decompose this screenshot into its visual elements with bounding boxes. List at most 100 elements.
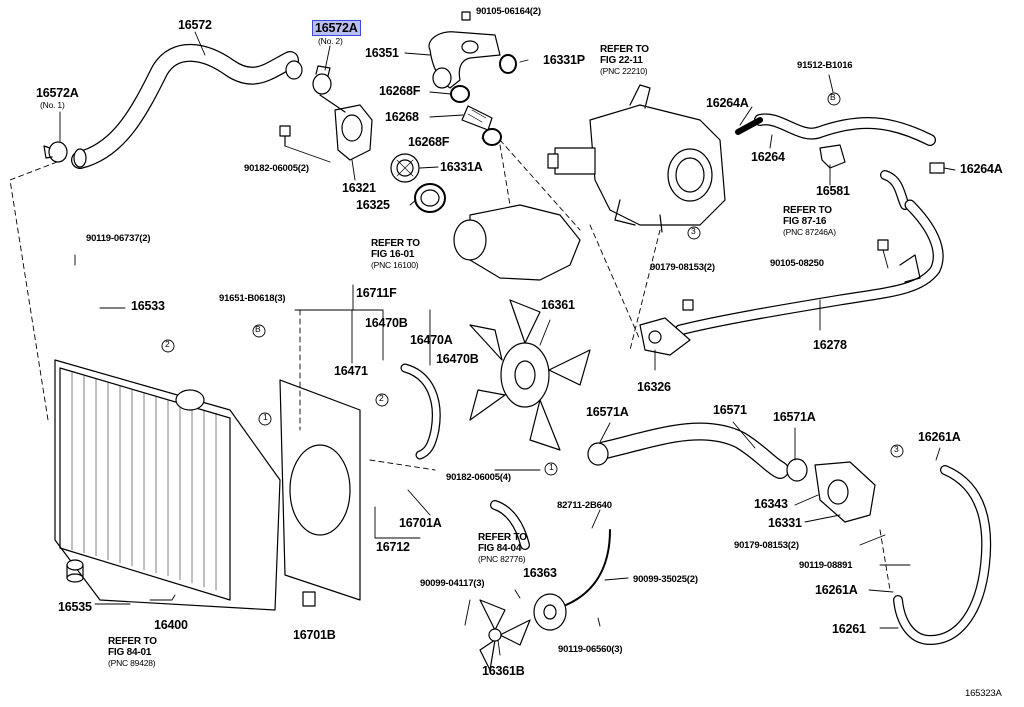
label-16571A-b: 16571A [773, 410, 816, 424]
ref-line: REFER TO [600, 44, 649, 55]
lower-radiator-hose-16571 [587, 422, 808, 482]
label-16331A: 16331A [440, 160, 483, 174]
label-16268F-a: 16268F [379, 84, 421, 98]
label-90119-06560: 90119-06560(3) [558, 644, 623, 655]
refer-fig-16-01: REFER TO FIG 16-01 (PNC 16100) [371, 238, 420, 271]
label-90099-04117: 90099-04117(3) [420, 578, 485, 589]
marker-3: 3 [691, 226, 696, 236]
label-16400: 16400 [154, 618, 188, 632]
hose-clamp-no2 [312, 65, 332, 95]
label-90099-35025: 90099-35025(2) [633, 574, 698, 585]
marker-b: B [255, 324, 261, 334]
label-16331P: 16331P [543, 53, 585, 67]
label-90182-06005-2: 90182-06005(2) [244, 163, 309, 174]
ref-line: REFER TO [783, 205, 832, 216]
label-16535: 16535 [58, 600, 92, 614]
label-91651-B0618: 91651-B0618(3) [219, 293, 286, 304]
label-16572: 16572 [178, 18, 212, 32]
ref-line: FIG 22-11 [600, 55, 643, 66]
hose-16264 [735, 113, 936, 146]
label-16268F-b: 16268F [408, 135, 450, 149]
ref-line: FIG 84-01 [108, 647, 152, 658]
label-90179-08153-a: 90179-08153(2) [650, 262, 715, 273]
label-90119-08891: 90119-08891 [799, 560, 853, 571]
ref-line: FIG 87-16 [783, 216, 827, 227]
refer-fig-84-01: REFER TO FIG 84-01 (PNC 89428) [108, 636, 157, 669]
water-pump [453, 204, 581, 281]
ref-pnc: (PNC 82776) [478, 554, 526, 564]
ref-pnc: (PNC 87246A) [783, 227, 836, 237]
water-inlet-16331 [814, 461, 876, 523]
water-elbow-16351 [428, 11, 501, 89]
gasket-16268F-lower [482, 128, 502, 146]
label-16533: 16533 [131, 299, 165, 313]
thermostat-16331A [390, 153, 420, 183]
overflow-hose-16470A [400, 363, 441, 460]
gasket-16331P [499, 54, 517, 74]
callout-markers [161, 92, 904, 476]
label-16572A-highlighted: 16572A [312, 20, 361, 36]
label-91512-B1016: 91512-B1016 [797, 60, 853, 71]
label-90182-06005-4: 90182-06005(4) [446, 472, 511, 483]
label-16325: 16325 [356, 198, 390, 212]
label-16712: 16712 [376, 540, 410, 554]
ref-line: FIG 84-04 [478, 543, 522, 554]
label-16361: 16361 [541, 298, 575, 312]
bolt-90182 [279, 125, 291, 147]
ref-line: REFER TO [371, 238, 420, 249]
gasket-16268F-upper [450, 85, 470, 103]
label-16343: 16343 [754, 497, 788, 511]
label-16264A-a: 16264A [706, 96, 749, 110]
label-90119-06737: 90119-06737(2) [86, 233, 151, 244]
hose-87246A [880, 170, 910, 210]
label-16471: 16471 [334, 364, 368, 378]
label-16261: 16261 [832, 622, 866, 636]
label-16363: 16363 [523, 566, 557, 580]
label-90179-08153-b: 90179-08153(2) [734, 540, 799, 551]
clip-16264A [929, 162, 945, 174]
label-16321: 16321 [342, 181, 376, 195]
marker-1: 1 [549, 462, 554, 472]
label-16470B-b: 16470B [436, 352, 479, 366]
label-16261A-b: 16261A [815, 583, 858, 597]
ref-line: FIG 16-01 [371, 249, 415, 260]
marker-1: 1 [263, 412, 268, 422]
radiator-16400 [54, 359, 281, 611]
refer-fig-84-04: REFER TO FIG 84-04 (PNC 82776) [478, 532, 527, 565]
gasket-16325 [414, 183, 446, 213]
fan-motor-16363 [533, 529, 611, 631]
throttle-body [547, 84, 726, 233]
label-16264A-b: 16264A [960, 162, 1003, 176]
marker-2: 2 [379, 393, 384, 403]
marker-b: B [830, 92, 836, 102]
label-16571: 16571 [713, 403, 747, 417]
cap-16535 [66, 559, 84, 583]
water-outlet-16321 [319, 94, 373, 161]
guide-lines [9, 139, 891, 591]
fan-shroud [279, 379, 361, 601]
label-16326: 16326 [637, 380, 671, 394]
fan-16361B [479, 599, 531, 671]
clip-16701B [302, 591, 316, 607]
label-16268: 16268 [385, 110, 419, 124]
fan-16361 [469, 299, 591, 451]
label-90105-08250: 90105-08250 [770, 258, 824, 269]
label-16701A: 16701A [399, 516, 442, 530]
label-90105-06164: 90105-06164(2) [476, 6, 541, 17]
label-16701B: 16701B [293, 628, 336, 642]
label-16278: 16278 [813, 338, 847, 352]
label-16711F: 16711F [356, 286, 397, 300]
label-16264: 16264 [751, 150, 785, 164]
diagram-id: 165323A [965, 688, 1002, 699]
hose-16712 [490, 500, 530, 550]
label-16331: 16331 [768, 516, 802, 530]
label-16581: 16581 [816, 184, 850, 198]
ref-line: REFER TO [478, 532, 527, 543]
label-16361B: 16361B [482, 664, 525, 678]
marker-2: 2 [165, 339, 170, 349]
refer-fig-87-16: REFER TO FIG 87-16 (PNC 87246A) [783, 205, 836, 238]
hose-clamp-no1 [43, 141, 68, 163]
label-82711-2B640: 82711-2B640 [557, 500, 612, 511]
